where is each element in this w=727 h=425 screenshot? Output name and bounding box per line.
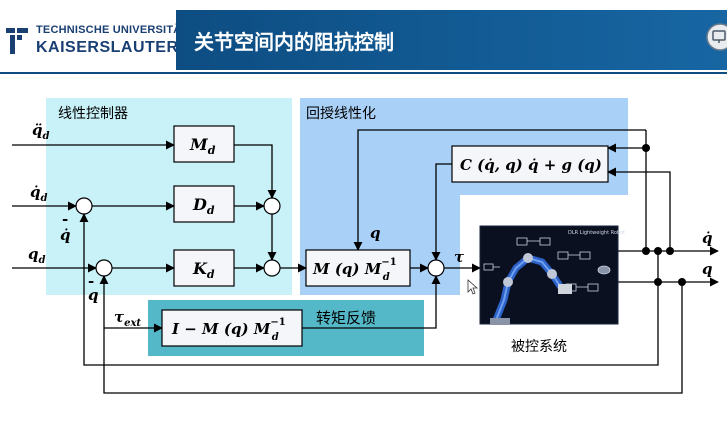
svg-text:Dd: Dd [192, 195, 215, 217]
torque-feedback-block: I − M (q) M−1 d [161, 309, 303, 347]
mminv-label: M (q) M [312, 260, 382, 278]
junction-dots [642, 144, 686, 286]
svg-text:M (q) M−1d: M (q) M−1 d [312, 257, 397, 283]
kd-block: Kd [173, 249, 235, 287]
logo-line1: TECHNISCHE UNIVERSITÄT [36, 24, 189, 36]
input-qd-d: q̇d [30, 183, 48, 204]
input-q-d: qd [28, 245, 46, 266]
md-block: Md [173, 125, 235, 163]
controller-label: 线性控制器 [58, 106, 128, 122]
dd-label: D [192, 195, 207, 214]
kd-label: K [192, 259, 208, 278]
robot-photo: DLR Lightweight Robot [479, 225, 625, 325]
slide-title: 关节空间内的阻抗控制 [194, 30, 394, 54]
sum-junction-position [95, 259, 113, 277]
torque-fb-sup: −1 [270, 317, 285, 328]
coriolis-block: C (q̇, q) q̇ + g (q) [451, 145, 609, 183]
kd-sub: d [207, 268, 215, 281]
slide-header: TECHNISCHE UNIVERSITÄT KAISERSLAUTERN 关节… [0, 0, 727, 72]
torque-fb-sub: d [272, 332, 279, 343]
torque-feedback-label: 转矩反馈 [316, 309, 376, 327]
linearization-label: 回授线性化 [306, 106, 376, 122]
svg-text:I − M (q) M−1d: I − M (q) M−1 d [171, 317, 286, 343]
torque-tau: τ [454, 248, 465, 266]
sum-junction-torque [427, 259, 445, 277]
md-sub: d [208, 144, 216, 157]
controller-region [46, 98, 292, 295]
mminv-sup: −1 [381, 257, 396, 268]
plant-label: 被控系统 [511, 339, 567, 355]
sum-junction-upper [263, 197, 281, 215]
minus-sign-position: - [88, 272, 94, 290]
tu-logo-icon [6, 28, 28, 54]
title-band: 关节空间内的阻抗控制 [176, 10, 727, 70]
mminv-block: M (q) M−1 d [305, 249, 411, 287]
svg-text:Kd: Kd [192, 259, 215, 281]
minus-sign-velocity: - [62, 210, 68, 228]
mechanical-sketch-icons [483, 237, 611, 292]
input-tau-ext: τext [114, 308, 141, 329]
robot-photo-caption: DLR Lightweight Robot [568, 230, 625, 236]
mminv-sub: d [383, 272, 390, 283]
feedback-qdot: q̇ [60, 226, 71, 244]
dd-sub: d [207, 204, 215, 217]
coriolis-label: C (q̇, q) q̇ + g (q) [460, 156, 602, 174]
output-qdot: q̇ [702, 229, 713, 247]
sum-junction-lower [263, 259, 281, 277]
svg-text:Md: Md [189, 135, 216, 157]
screen-share-icon[interactable] [700, 22, 727, 52]
logo-line2: KAISERSLAUTERN [36, 39, 191, 56]
feedback-q: q [88, 286, 99, 304]
torque-fb-label: I − M (q) M [171, 320, 271, 338]
header-divider [0, 72, 727, 74]
md-label: M [189, 135, 209, 154]
output-q: q [702, 260, 713, 278]
signal-lines [12, 129, 719, 394]
sum-junction-velocity [75, 197, 93, 215]
robot-arm-icon [490, 253, 572, 324]
dd-block: Dd [173, 185, 235, 223]
input-qdd-d: q̈d [32, 121, 50, 142]
impedance-control-diagram: 线性控制器 回授线性化 转矩反馈 被控系统 Md Dd Kd M (q) M−1… [12, 98, 719, 394]
university-logo: TECHNISCHE UNIVERSITÄT KAISERSLAUTERN [6, 22, 190, 62]
mouse-cursor-icon [467, 279, 479, 295]
linearization-q: q [370, 224, 381, 242]
